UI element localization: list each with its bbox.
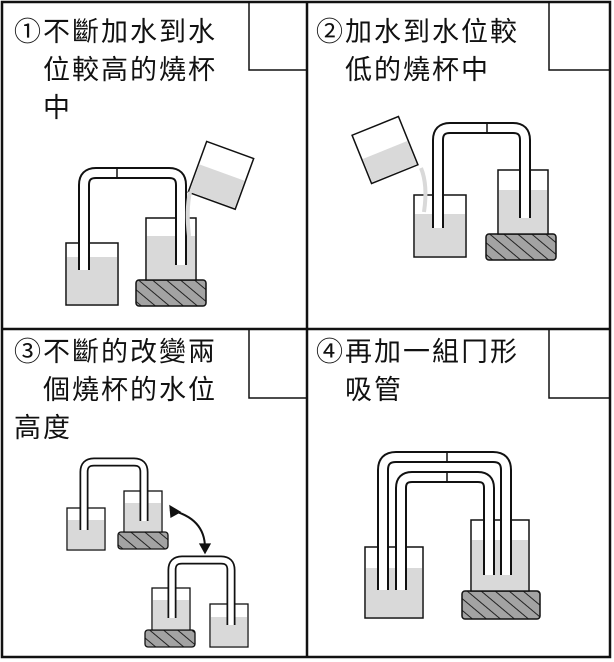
panel-2-line2: 低的燒杯中 (345, 55, 490, 86)
stand (135, 279, 207, 307)
panel-1-number: ① (14, 17, 43, 48)
stand (461, 590, 541, 620)
panel-1-line2: 位較高的燒杯 (43, 55, 217, 86)
corner-notches (248, 2, 610, 399)
panel-3-line3: 高度 (14, 413, 72, 444)
panel-4-number: ④ (316, 337, 345, 368)
panel-4-caption: ④再加一組冂形 吸管 (316, 334, 551, 410)
panel-3-caption: ③不斷的改變兩 個燒杯的水位高度 (14, 334, 249, 448)
panel-1-caption: ①不斷加水到水 位較高的燒杯 中 (14, 14, 249, 128)
panel-3-illustration (66, 457, 249, 648)
panel-4-illustration (364, 451, 541, 620)
panel-4-line2: 吸管 (345, 375, 403, 406)
stand (485, 233, 557, 261)
panel-2-number: ② (316, 17, 345, 48)
panel-4-line1: 再加一組冂形 (345, 337, 519, 368)
panel-3-number: ③ (14, 337, 43, 368)
panel-2-illustration (351, 115, 557, 261)
water-low (67, 257, 117, 304)
panel-1-line3: 中 (43, 93, 72, 124)
panel-1-line1: 不斷加水到水 (43, 17, 217, 48)
panel-2-line1: 加水到水位較 (345, 17, 519, 48)
pouring-cup (187, 140, 255, 211)
panel-2-caption: ②加水到水位較 低的燒杯中 (316, 14, 551, 90)
panel-3-line2: 個燒杯的水位 (43, 375, 217, 406)
panel-1-illustration (65, 140, 255, 307)
water-high (147, 236, 195, 279)
panel-3-line1: 不斷的改變兩 (43, 337, 217, 368)
curved-arrow (169, 509, 206, 549)
pouring-cup (351, 115, 419, 185)
